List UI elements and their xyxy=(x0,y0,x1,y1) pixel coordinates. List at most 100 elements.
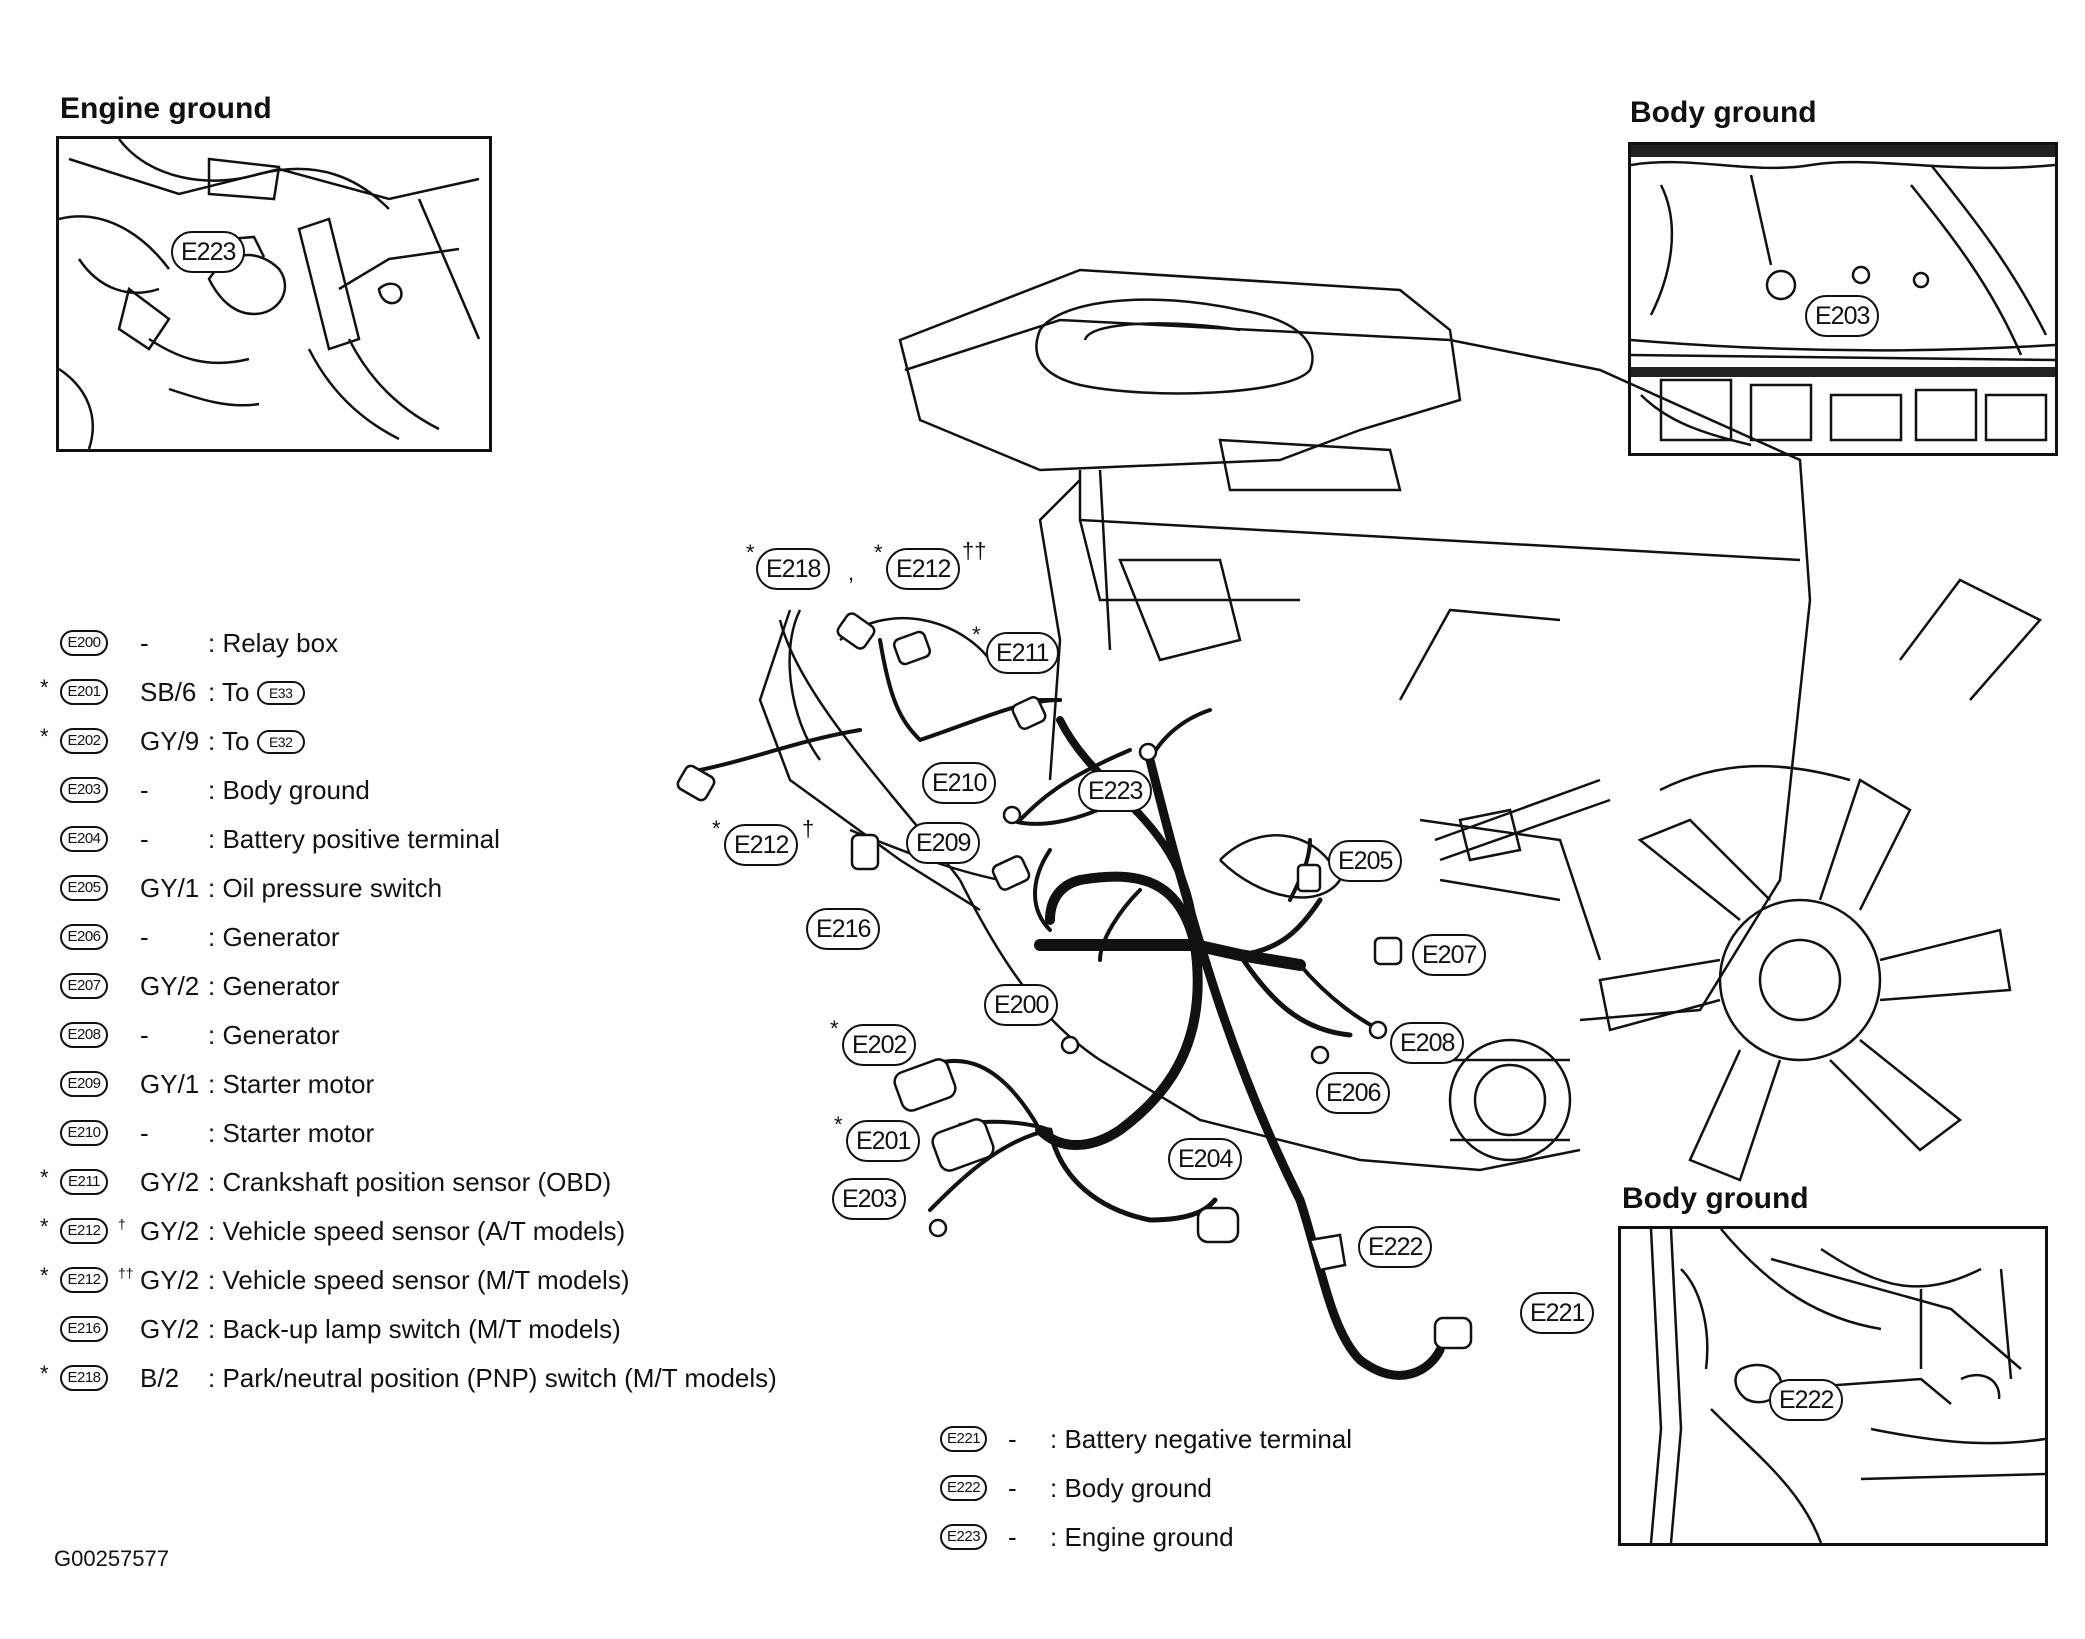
legend-star: * xyxy=(40,1165,49,1190)
legend-connector: E212 xyxy=(60,1267,108,1293)
legend-code: GY/9 xyxy=(140,726,200,756)
legend-desc: : Starter motor xyxy=(208,1069,374,1100)
legend-star: * xyxy=(40,1361,49,1386)
legend-desc: : Generator xyxy=(208,971,340,1002)
legend-connector: E201 xyxy=(60,679,108,705)
callout-e210: E210 xyxy=(922,762,997,804)
callout-e203: E203 xyxy=(832,1178,907,1220)
body-ground-bottom-heading: Body ground xyxy=(1622,1182,1809,1215)
legend-to-connector: E33 xyxy=(256,681,305,705)
legend-desc-text: : Back-up lamp switch (M/T models) xyxy=(208,1314,621,1344)
ground-legend-desc: : Engine ground xyxy=(1050,1522,1234,1552)
legend-desc-text: : Starter motor xyxy=(208,1069,375,1099)
callout-e201-star: * xyxy=(834,1112,843,1137)
legend-code: GY/2 xyxy=(140,971,200,1001)
ground-legend: E221 - : Battery negative terminal E222 … xyxy=(940,1420,1460,1560)
callout-e212-mt-dagger: †† xyxy=(962,538,987,563)
legend-connector: E200 xyxy=(60,630,108,656)
legend-connector: E206 xyxy=(60,924,108,950)
body-ground-top-inset: E203 xyxy=(1628,142,2058,456)
callout-e206: E206 xyxy=(1316,1072,1391,1114)
legend-desc: : Battery positive terminal xyxy=(208,824,500,855)
legend-desc: : Back-up lamp switch (M/T models) xyxy=(208,1314,621,1345)
legend-desc: : Relay box xyxy=(208,628,338,659)
legend-code: - xyxy=(140,775,149,805)
engine-inset-e223-callout: E223 xyxy=(171,231,246,273)
legend-star: * xyxy=(40,724,49,749)
callout-e211-star: * xyxy=(972,622,981,647)
legend-star: * xyxy=(40,1214,49,1239)
callout-e222: E222 xyxy=(1358,1226,1433,1268)
callout-e212-at: E212 xyxy=(724,824,799,866)
ground-legend-code: - xyxy=(1008,1424,1017,1454)
ground-legend-desc: : Battery negative terminal xyxy=(1050,1424,1353,1454)
legend-desc: : Starter motor xyxy=(208,1118,374,1149)
legend-desc-text: : Battery positive terminal xyxy=(208,824,500,854)
callout-e221: E221 xyxy=(1520,1292,1595,1334)
legend-desc: : Generator xyxy=(208,1020,340,1051)
callout-e212-at-dagger: † xyxy=(802,816,815,841)
callout-e223: E223 xyxy=(1078,770,1153,812)
legend-desc-text: : To xyxy=(208,726,250,756)
legend-desc-text: : Vehicle speed sensor (M/T models) xyxy=(208,1265,630,1295)
callout-e212-at-star: * xyxy=(712,816,721,841)
callout-e218-star: * xyxy=(746,540,755,565)
engine-ground-inset: E223 xyxy=(56,136,492,452)
legend-code: - xyxy=(140,824,149,854)
legend-desc-text: : Relay box xyxy=(208,628,339,658)
callout-e202: E202 xyxy=(842,1024,917,1066)
legend-connector: E209 xyxy=(60,1071,108,1097)
engine-ground-heading: Engine ground xyxy=(60,92,272,125)
legend-desc-text: : Vehicle speed sensor (A/T models) xyxy=(208,1216,626,1246)
legend-star: * xyxy=(40,675,49,700)
callout-e201: E201 xyxy=(846,1120,921,1162)
legend-desc: : Body ground xyxy=(208,775,370,806)
legend-code: - xyxy=(140,628,149,658)
legend-desc: : Generator xyxy=(208,922,340,953)
legend-desc: : To E32 xyxy=(208,726,305,757)
legend-desc-text: : To xyxy=(208,677,250,707)
legend-desc-text: : Generator xyxy=(208,922,340,952)
callout-e212-mt-star: * xyxy=(874,540,883,565)
ground-legend-code: - xyxy=(1008,1522,1017,1552)
legend-desc-text: : Oil pressure switch xyxy=(208,873,443,903)
engine-ground-illustration xyxy=(59,139,481,449)
legend-connector: E204 xyxy=(60,826,108,852)
callout-e200: E200 xyxy=(984,984,1059,1026)
legend-code: GY/2 xyxy=(140,1167,200,1197)
legend-code: - xyxy=(140,1118,149,1148)
figure-id: G00257577 xyxy=(54,1546,169,1571)
legend-connector: E210 xyxy=(60,1120,108,1146)
callout-comma-mark: , xyxy=(848,560,855,585)
callout-e204: E204 xyxy=(1168,1138,1243,1180)
legend-dagger: † xyxy=(118,1216,126,1232)
callout-e205: E205 xyxy=(1328,840,1403,882)
ground-legend-connector: E221 xyxy=(940,1426,988,1452)
legend-connector: E211 xyxy=(60,1169,108,1195)
legend-code: - xyxy=(140,922,149,952)
legend-code: SB/6 xyxy=(140,677,197,707)
legend-desc-text: : Generator xyxy=(208,971,340,1001)
ground-legend-connector: E222 xyxy=(940,1475,988,1501)
body-ground-bottom-inset: E222 xyxy=(1618,1226,2048,1546)
connector-legend: E200 - : Relay box * E201 SB/6 : To E33 … xyxy=(40,624,860,1424)
ground-legend-desc: : Body ground xyxy=(1050,1473,1212,1503)
body-top-e203-callout: E203 xyxy=(1805,295,1880,337)
legend-connector: E205 xyxy=(60,875,108,901)
legend-code: GY/1 xyxy=(140,1069,200,1099)
legend-code: GY/1 xyxy=(140,873,200,903)
body-ground-bottom-illustration xyxy=(1649,1229,2045,1543)
legend-desc-text: : Crankshaft position sensor (OBD) xyxy=(208,1167,612,1197)
legend-connector: E203 xyxy=(60,777,108,803)
callout-e207: E207 xyxy=(1412,934,1487,976)
legend-star: * xyxy=(40,1263,49,1288)
legend-desc-text: : Park/neutral position (PNP) switch (M/… xyxy=(208,1363,777,1393)
legend-code: GY/2 xyxy=(140,1216,200,1246)
legend-desc-text: : Starter motor xyxy=(208,1118,375,1148)
legend-desc: : Crankshaft position sensor (OBD) xyxy=(208,1167,611,1198)
legend-connector: E212 xyxy=(60,1218,108,1244)
callout-e211: E211 xyxy=(986,632,1059,674)
legend-connector: E207 xyxy=(60,973,108,999)
legend-code: GY/2 xyxy=(140,1314,200,1344)
